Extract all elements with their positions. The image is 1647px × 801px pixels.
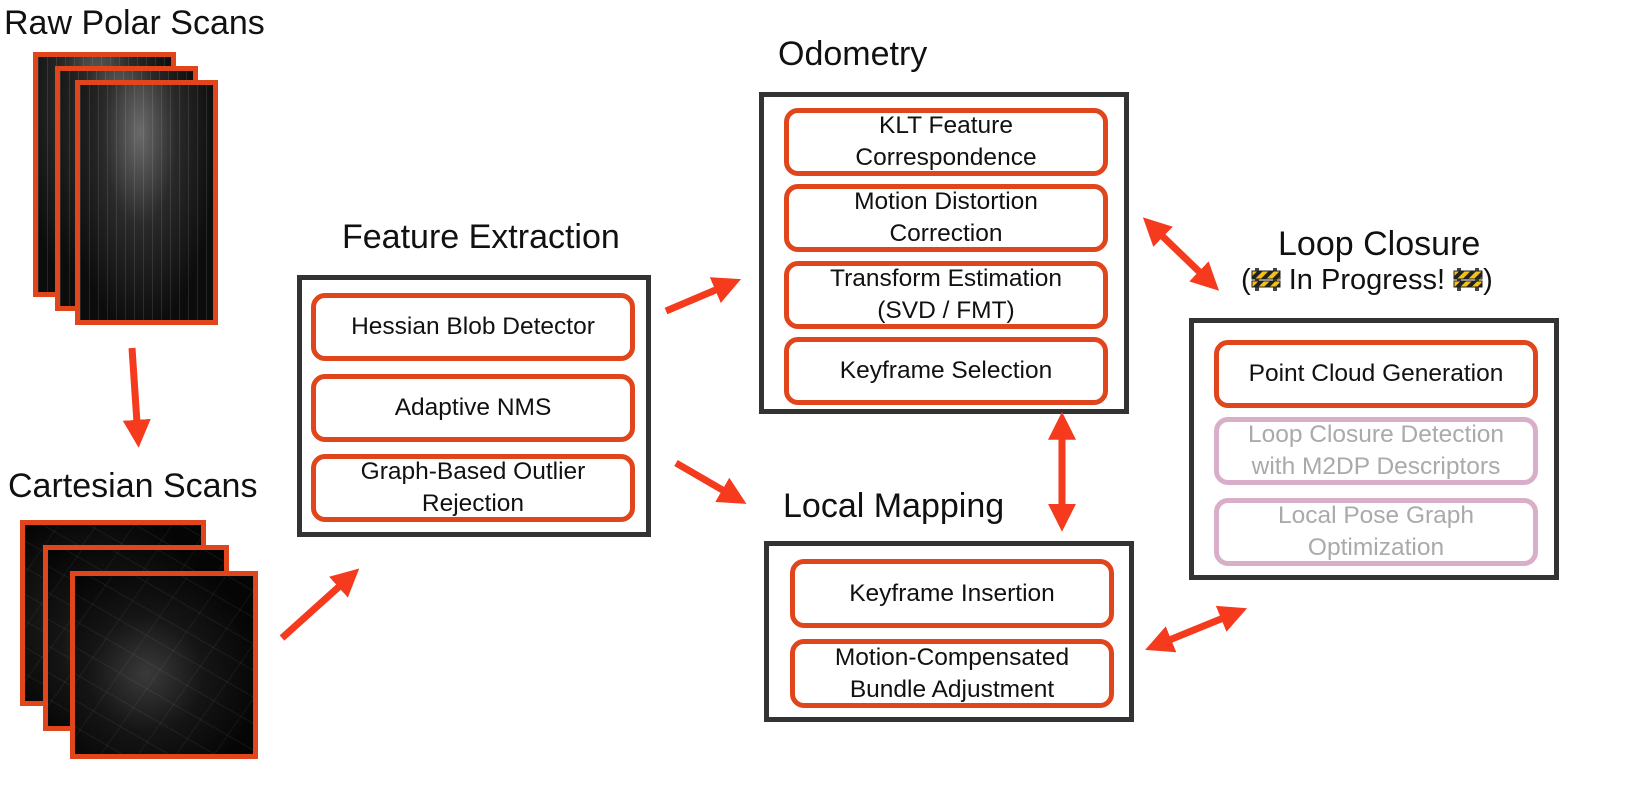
local-mapping-title: Local Mapping bbox=[783, 487, 1005, 525]
arrow-features-to-local-mapping bbox=[674, 459, 747, 504]
local-mapping-box: Keyframe Insertion Motion-Compensated Bu… bbox=[764, 541, 1134, 722]
arrow-local-mapping-loop-closure bbox=[1145, 605, 1248, 653]
odometry-item: Transform Estimation (SVD / FMT) bbox=[784, 261, 1108, 329]
feature-extraction-title: Feature Extraction bbox=[342, 218, 620, 256]
construction-barrier-icon bbox=[1251, 268, 1281, 291]
arrow-polar-to-cartesian bbox=[122, 347, 151, 448]
odometry-item: Keyframe Selection bbox=[784, 337, 1108, 405]
local-mapping-item: Motion-Compensated Bundle Adjustment bbox=[790, 639, 1114, 708]
loop-closure-item-detection: Loop Closure Detection with M2DP Descrip… bbox=[1214, 417, 1538, 485]
odometry-box: KLT Feature Correspondence Motion Distor… bbox=[759, 92, 1129, 414]
construction-barrier-icon bbox=[1453, 268, 1483, 291]
loop-closure-status: ( In Progress! ) bbox=[1241, 264, 1493, 296]
arrow-cartesian-to-features bbox=[279, 568, 360, 641]
cartesian-scans-title: Cartesian Scans bbox=[8, 467, 258, 505]
loop-closure-box: Point Cloud Generation Loop Closure Dete… bbox=[1189, 318, 1559, 580]
feature-extraction-box: Hessian Blob Detector Adaptive NMS Graph… bbox=[297, 275, 651, 537]
feature-extraction-item: Adaptive NMS bbox=[311, 374, 635, 442]
local-mapping-item: Keyframe Insertion bbox=[790, 559, 1114, 628]
loop-closure-item-pose-graph: Local Pose Graph Optimization bbox=[1214, 498, 1538, 566]
cartesian-scan-image bbox=[70, 571, 258, 759]
feature-extraction-item: Graph-Based Outlier Rejection bbox=[311, 454, 635, 522]
loop-closure-item-point-cloud: Point Cloud Generation bbox=[1214, 340, 1538, 408]
arrow-features-to-odometry bbox=[664, 277, 742, 315]
odometry-title: Odometry bbox=[778, 35, 928, 73]
odometry-item: Motion Distortion Correction bbox=[784, 184, 1108, 252]
polar-scan-image bbox=[75, 80, 218, 325]
feature-extraction-item: Hessian Blob Detector bbox=[311, 293, 635, 361]
odometry-item: KLT Feature Correspondence bbox=[784, 108, 1108, 176]
loop-closure-title: Loop Closure bbox=[1278, 225, 1481, 263]
raw-polar-scans-title: Raw Polar Scans bbox=[4, 4, 265, 42]
arrow-odometry-loop-closure bbox=[1142, 217, 1220, 291]
